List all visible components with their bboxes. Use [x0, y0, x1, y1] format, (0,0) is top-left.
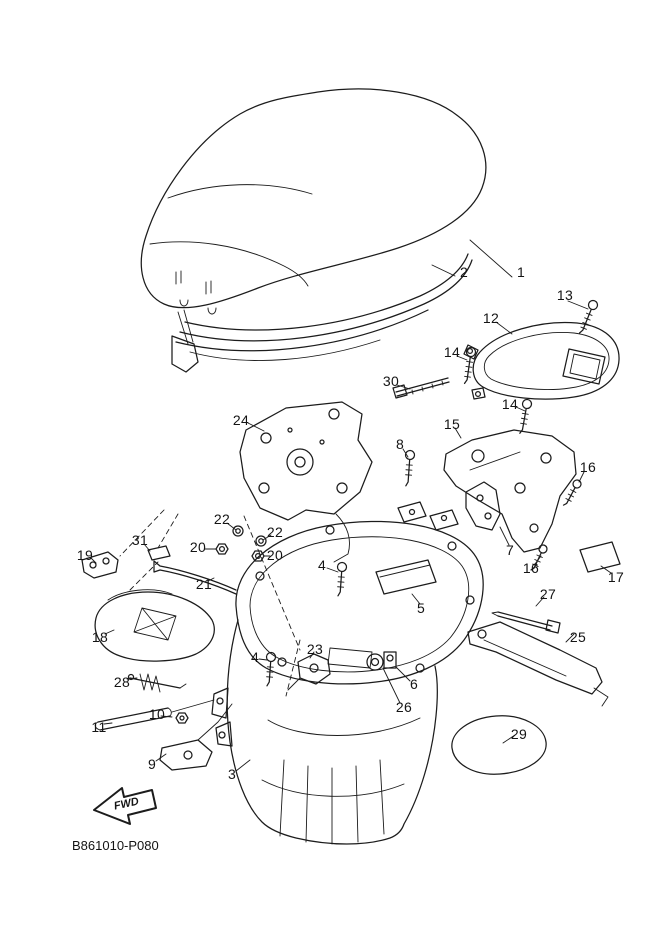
screw-4-lower — [265, 651, 277, 687]
part-callout-14: 14 — [501, 396, 519, 412]
side-cover — [94, 589, 215, 662]
part-callout-12: 12 — [482, 310, 500, 326]
hinge-bracket-9 — [159, 699, 233, 771]
part-callout-4: 4 — [250, 649, 260, 665]
rail-mount-pads — [397, 501, 459, 531]
plate-17 — [579, 541, 621, 573]
screw-4-upper — [336, 561, 348, 597]
part-callout-18: 18 — [91, 629, 109, 645]
helmet-box — [211, 520, 484, 845]
part-callout-3: 3 — [227, 766, 237, 782]
part-callout-22: 22 — [266, 524, 284, 540]
part-callout-27: 27 — [539, 586, 557, 602]
latch-23 — [287, 653, 331, 691]
part-callout-6: 6 — [409, 676, 419, 692]
part-callout-24: 24 — [232, 412, 250, 428]
part-callout-20: 20 — [189, 539, 207, 555]
washer-22-left — [232, 525, 244, 537]
fwd-label: FWD — [113, 796, 140, 813]
part-callout-14: 14 — [443, 344, 461, 360]
part-callout-21: 21 — [195, 576, 213, 592]
screw-16-upper — [562, 479, 582, 506]
fwd-arrow: FWD — [93, 787, 157, 825]
part-callout-2: 2 — [459, 264, 469, 280]
part-callout-13: 13 — [556, 287, 574, 303]
part-callout-28: 28 — [113, 674, 131, 690]
part-callout-7: 7 — [505, 542, 515, 558]
spring-rod-28 — [127, 673, 187, 693]
bracket-7 — [465, 481, 501, 531]
carrier-bracket — [443, 429, 577, 553]
diagram-code: B861010-P080 — [72, 838, 159, 853]
part-callout-5: 5 — [416, 600, 426, 616]
cable-tie-30 — [392, 377, 450, 399]
nut-10 — [175, 712, 189, 724]
part-callout-22: 22 — [213, 511, 231, 527]
part-callout-8: 8 — [395, 436, 405, 452]
association-lines — [119, 509, 301, 697]
screw-14-lower — [519, 398, 533, 434]
part-callout-26: 26 — [395, 699, 413, 715]
part-callout-11: 11 — [91, 719, 107, 735]
grommet-26 — [366, 653, 384, 671]
part-callout-17: 17 — [607, 569, 625, 585]
part-callout-31: 31 — [131, 532, 149, 548]
washer-22-right — [255, 535, 267, 547]
part-callout-16: 16 — [579, 459, 597, 475]
screw-16-lower — [530, 544, 548, 571]
seat-bracket — [239, 401, 373, 563]
cable-tie-27 — [491, 611, 561, 634]
part-callout-16: 16 — [522, 560, 540, 576]
mat-29 — [451, 715, 547, 775]
clip-31 — [147, 545, 171, 561]
part-callout-29: 29 — [510, 726, 528, 742]
seat-assembly — [140, 88, 487, 315]
part-callout-9: 9 — [147, 756, 157, 772]
part-callout-1: 1 — [516, 264, 526, 280]
part-callout-15: 15 — [443, 416, 461, 432]
grab-rail — [463, 321, 620, 400]
pad-5 — [375, 559, 437, 595]
stay-25 — [467, 621, 609, 707]
part-callout-23: 23 — [306, 641, 324, 657]
part-callout-4: 4 — [317, 557, 327, 573]
leader-lines — [90, 239, 612, 772]
screw-14-upper — [463, 346, 477, 385]
part-callout-19: 19 — [76, 547, 94, 563]
part-callout-25: 25 — [569, 629, 587, 645]
tube-11 — [94, 707, 172, 731]
part-callout-30: 30 — [382, 373, 400, 389]
bracket-19 — [81, 551, 119, 579]
nut-20-right — [251, 550, 265, 562]
screw-8 — [404, 449, 416, 487]
screw-13 — [578, 299, 599, 334]
nut-20-left — [215, 543, 229, 555]
part-callout-20: 20 — [266, 547, 284, 563]
part-callout-10: 10 — [148, 706, 166, 722]
seat-trim — [171, 253, 473, 373]
